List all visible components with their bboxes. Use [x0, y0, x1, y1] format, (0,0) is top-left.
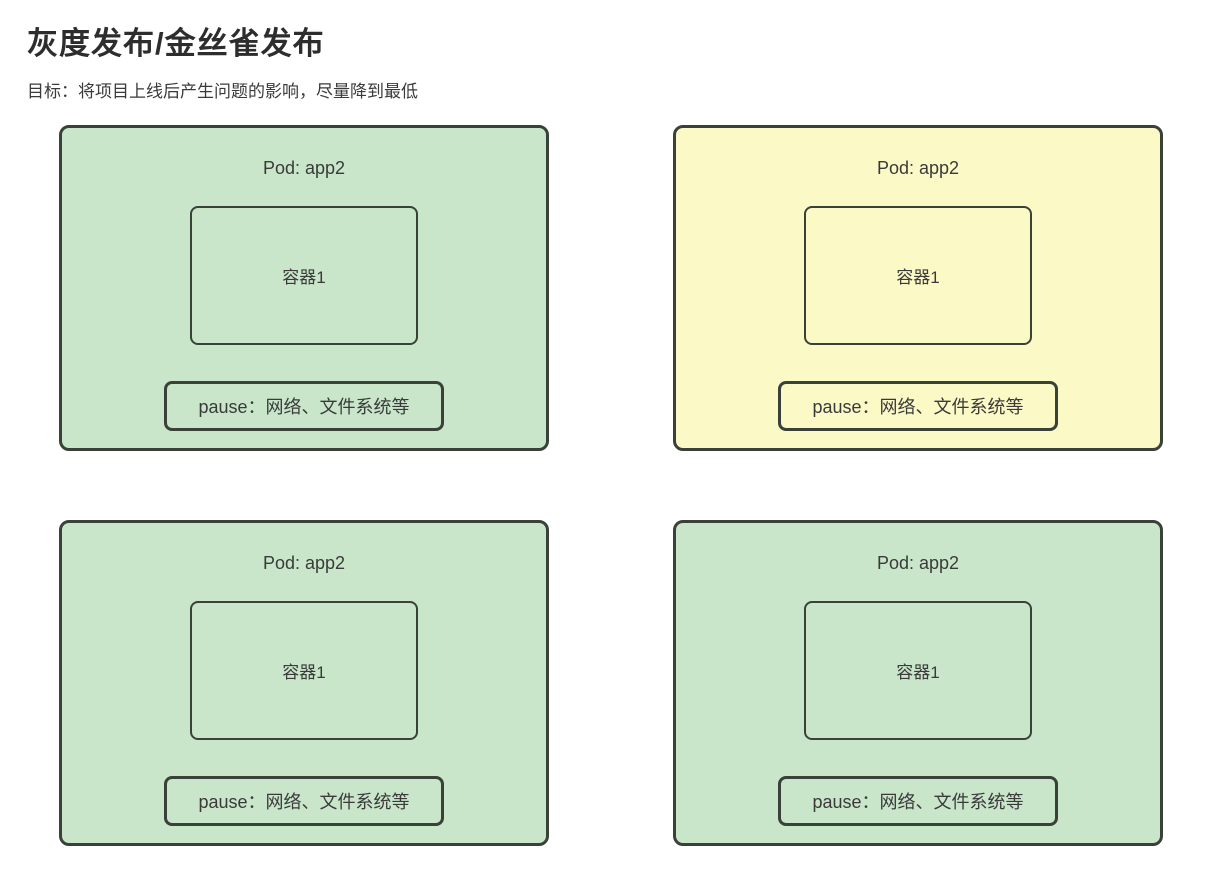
- container-label: 容器1: [282, 268, 326, 287]
- pod-title-label: Pod: app2: [876, 553, 960, 573]
- pause-label: pause：网络、文件系统等: [812, 792, 1024, 812]
- pause-box: pause：网络、文件系统等: [778, 381, 1058, 431]
- container-box: 容器1: [190, 601, 418, 740]
- pod-title-label: Pod: app2: [876, 158, 960, 178]
- page-title: 灰度发布/金丝雀发布: [27, 26, 325, 61]
- pod-title-label: Pod: app2: [262, 553, 346, 573]
- page-subtitle: 目标：将项目上线后产生问题的影响，尽量降到最低: [27, 82, 418, 101]
- pod-card-bottom-right: Pod: app2 容器1 pause：网络、文件系统等: [673, 520, 1163, 846]
- container-box: 容器1: [804, 601, 1032, 740]
- container-box: 容器1: [804, 206, 1032, 345]
- pause-box: pause：网络、文件系统等: [164, 776, 444, 826]
- pause-box: pause：网络、文件系统等: [164, 381, 444, 431]
- pod-card-top-left: Pod: app2 容器1 pause：网络、文件系统等: [59, 125, 549, 451]
- pod-card-bottom-left: Pod: app2 容器1 pause：网络、文件系统等: [59, 520, 549, 846]
- pause-label: pause：网络、文件系统等: [812, 397, 1024, 417]
- pause-label: pause：网络、文件系统等: [198, 792, 410, 812]
- pod-title-label: Pod: app2: [262, 158, 346, 178]
- pod-card-top-right: Pod: app2 容器1 pause：网络、文件系统等: [673, 125, 1163, 451]
- pause-box: pause：网络、文件系统等: [778, 776, 1058, 826]
- container-label: 容器1: [282, 663, 326, 682]
- container-box: 容器1: [190, 206, 418, 345]
- container-label: 容器1: [896, 663, 940, 682]
- pause-label: pause：网络、文件系统等: [198, 397, 410, 417]
- container-label: 容器1: [896, 268, 940, 287]
